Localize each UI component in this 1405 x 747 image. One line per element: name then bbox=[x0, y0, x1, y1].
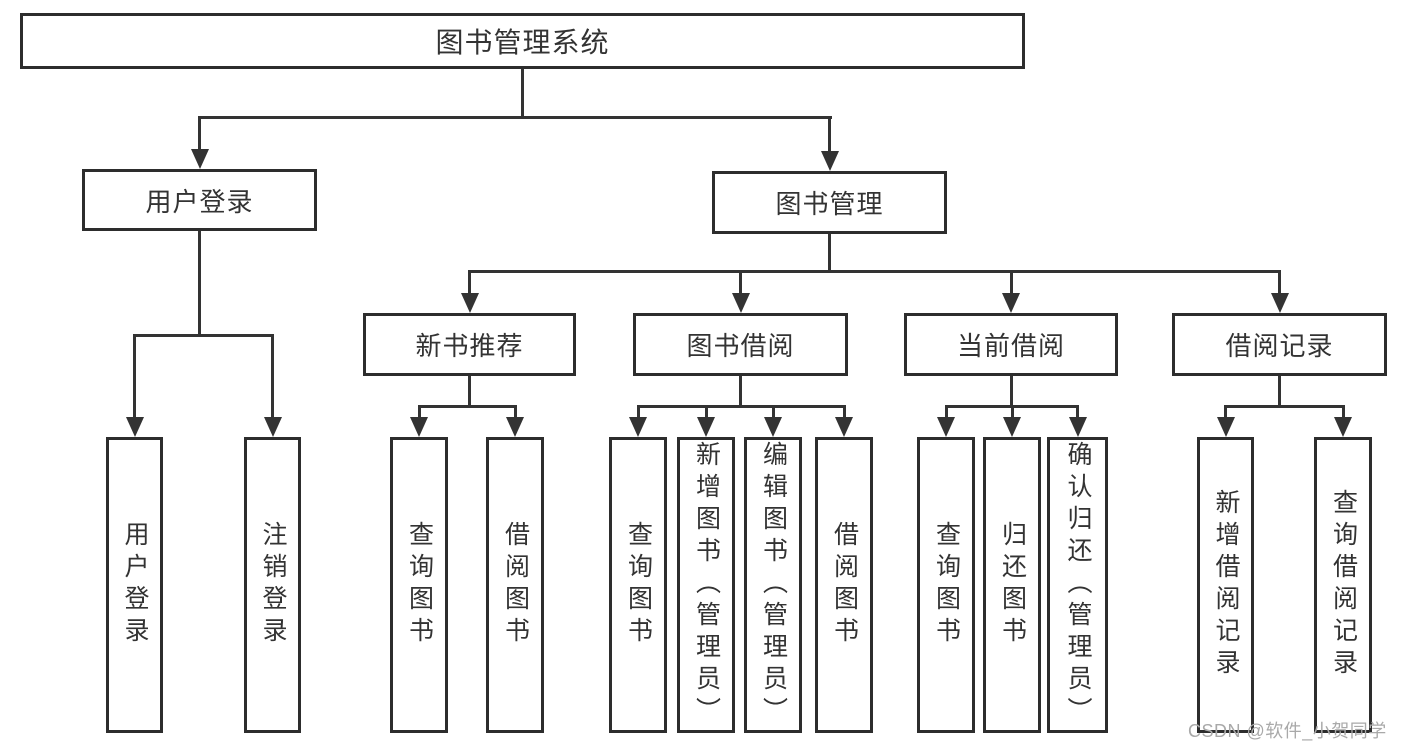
leaf-confirm-return-admin: 确认归还（管理员） bbox=[1047, 437, 1108, 733]
arrow-to-leaf-edit-book bbox=[764, 405, 782, 437]
leaf-query-book-bb: 查询图书 bbox=[609, 437, 667, 733]
arrow-to-user-login bbox=[190, 116, 209, 169]
connector-new-book-bar bbox=[418, 405, 517, 408]
node-root-label: 图书管理系统 bbox=[435, 27, 610, 58]
connector-root-stub bbox=[521, 68, 524, 118]
leaf-add-book-admin-label: 新增图书（管理员） bbox=[692, 441, 721, 729]
leaf-add-borrow-record-label: 新增借阅记录 bbox=[1212, 489, 1240, 681]
leaf-return-book-label: 归还图书 bbox=[998, 521, 1027, 649]
node-new-book-recommend: 新书推荐 bbox=[363, 313, 576, 376]
arrow-to-borrow-record bbox=[1270, 270, 1289, 313]
node-borrow-record-label: 借阅记录 bbox=[1225, 331, 1334, 361]
leaf-logout: 注销登录 bbox=[244, 437, 301, 733]
arrow-to-leaf-borrow-book-nb bbox=[506, 405, 524, 437]
arrow-to-leaf-query-book-bb bbox=[629, 405, 647, 437]
arrow-to-current-borrow bbox=[1002, 270, 1020, 313]
connector-level2-bar bbox=[198, 116, 832, 119]
node-book-borrow: 图书借阅 bbox=[633, 313, 848, 376]
leaf-query-book-bb-label: 查询图书 bbox=[624, 521, 653, 649]
connector-new-book-stub bbox=[468, 375, 471, 408]
arrow-to-leaf-query-borrow-record bbox=[1334, 405, 1352, 437]
node-book-management-label: 图书管理 bbox=[775, 189, 884, 219]
arrow-to-leaf-add-book bbox=[697, 405, 715, 437]
connector-current-borrow-stub bbox=[1010, 375, 1013, 408]
arrow-to-leaf-return-book bbox=[1003, 405, 1021, 437]
leaf-query-borrow-record-label: 查询借阅记录 bbox=[1329, 489, 1358, 681]
arrow-to-leaf-query-book-cb bbox=[937, 405, 955, 437]
node-current-borrow: 当前借阅 bbox=[904, 313, 1118, 376]
watermark: CSDN @软件_小贺同学 bbox=[1188, 721, 1387, 741]
leaf-borrow-book-bb-label: 借阅图书 bbox=[830, 521, 859, 649]
leaf-confirm-return-admin-label: 确认归还（管理员） bbox=[1064, 441, 1092, 729]
connector-book-management-stub bbox=[828, 233, 831, 273]
connector-book-borrow-stub bbox=[739, 375, 742, 408]
connector-user-login-stub bbox=[198, 230, 201, 336]
leaf-query-book-nb-label: 查询图书 bbox=[405, 521, 434, 649]
leaf-logout-label: 注销登录 bbox=[259, 521, 287, 649]
node-new-book-recommend-label: 新书推荐 bbox=[415, 331, 524, 361]
leaf-edit-book-admin-label: 编辑图书（管理员） bbox=[759, 441, 788, 729]
leaf-add-book-admin: 新增图书（管理员） bbox=[677, 437, 735, 733]
node-borrow-record: 借阅记录 bbox=[1172, 313, 1387, 376]
leaf-add-borrow-record: 新增借阅记录 bbox=[1197, 437, 1254, 733]
arrow-to-book-management bbox=[820, 116, 839, 171]
arrow-to-leaf-query-book-nb bbox=[410, 405, 428, 437]
arrow-to-book-borrow bbox=[731, 270, 750, 313]
node-current-borrow-label: 当前借阅 bbox=[956, 331, 1065, 361]
leaf-query-book-cb-label: 查询图书 bbox=[932, 521, 961, 649]
arrow-to-leaf-user-login bbox=[125, 334, 144, 437]
arrow-to-leaf-borrow-book-bb bbox=[835, 405, 853, 437]
leaf-query-book-nb: 查询图书 bbox=[390, 437, 448, 733]
connector-book-borrow-bar bbox=[637, 405, 846, 408]
node-book-borrow-label: 图书借阅 bbox=[686, 331, 795, 361]
leaf-return-book: 归还图书 bbox=[983, 437, 1041, 733]
node-root: 图书管理系统 bbox=[20, 13, 1025, 69]
leaf-user-login: 用户登录 bbox=[106, 437, 163, 733]
connector-borrow-record-stub bbox=[1278, 375, 1281, 408]
arrow-to-leaf-logout bbox=[263, 334, 282, 437]
node-user-login: 用户登录 bbox=[82, 169, 317, 231]
leaf-borrow-book-bb: 借阅图书 bbox=[815, 437, 873, 733]
connector-level3-bar bbox=[468, 270, 1281, 273]
leaf-user-login-label: 用户登录 bbox=[121, 521, 149, 649]
arrow-to-new-book bbox=[460, 270, 479, 313]
connector-borrow-record-bar bbox=[1224, 405, 1345, 408]
leaf-edit-book-admin: 编辑图书（管理员） bbox=[744, 437, 802, 733]
leaf-borrow-book-nb: 借阅图书 bbox=[486, 437, 544, 733]
leaf-query-borrow-record: 查询借阅记录 bbox=[1314, 437, 1372, 733]
leaf-borrow-book-nb-label: 借阅图书 bbox=[501, 521, 530, 649]
node-book-management: 图书管理 bbox=[712, 171, 947, 234]
node-user-login-label: 用户登录 bbox=[145, 186, 254, 217]
leaf-query-book-cb: 查询图书 bbox=[917, 437, 975, 733]
connector-user-login-bar bbox=[133, 334, 274, 337]
arrow-to-leaf-add-borrow-record bbox=[1216, 405, 1235, 437]
arrow-to-leaf-confirm-return bbox=[1068, 405, 1087, 437]
